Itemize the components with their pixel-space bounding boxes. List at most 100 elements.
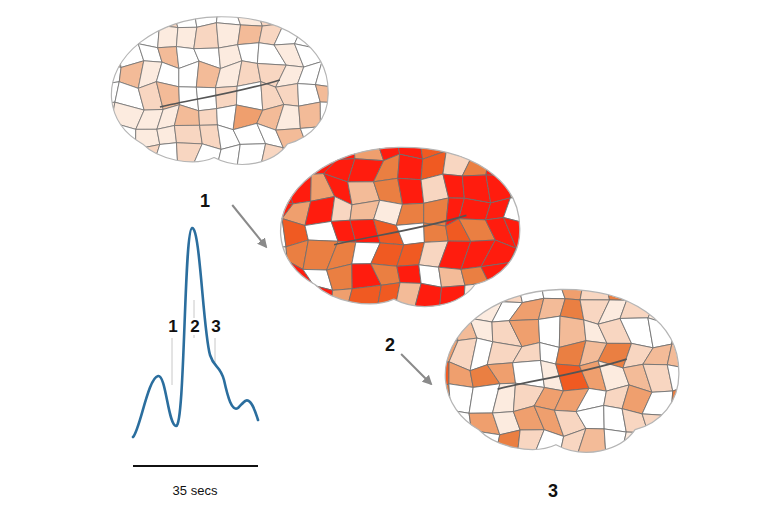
parcel [153,143,178,167]
parcel [100,122,121,149]
parcel [643,344,672,365]
marker-line [215,338,216,362]
brain-map: 2 [268,140,524,318]
parcel [268,261,289,285]
parcel [100,145,121,167]
parcel [374,154,400,182]
parcel [534,430,564,456]
parcel [664,430,683,456]
scale-bar [133,465,258,467]
parcel [672,317,683,344]
parcel [509,263,524,285]
parcel [451,282,476,297]
parcel [509,140,524,158]
parcel [100,25,124,47]
parcel [443,174,464,198]
parcel [153,10,178,28]
parcel [433,384,451,413]
activity-trace [133,228,258,437]
peak-marker-number: 3 [210,318,221,335]
parcel [649,282,676,303]
parcel [513,343,541,363]
parcel [199,109,218,126]
peak-marker-number: 1 [167,318,178,335]
parcel-group [268,140,524,310]
parcel [268,151,293,179]
parcel [216,23,240,48]
parcel [347,285,382,309]
parcel [503,217,524,248]
parcel [327,264,353,290]
parcel-group [100,10,332,167]
parcel [646,432,676,456]
step-number: 2 [385,336,395,354]
parcel [100,41,121,68]
brain-outline [445,289,679,452]
parcel [377,283,400,310]
parcel [648,318,673,348]
parcel [667,365,683,391]
parcel [397,265,421,284]
brain-map: 3 [433,282,683,464]
parcel [371,264,400,286]
parcel [472,282,503,302]
parcel [509,319,540,346]
parcel [642,391,673,416]
brain-illustration [100,10,332,175]
parcel [194,23,219,49]
parcel [117,24,138,46]
parcel [642,414,675,433]
parcel [462,154,489,176]
parcel [667,341,683,369]
parcel [318,24,332,49]
parcel [261,144,284,168]
parcel [296,10,319,24]
parcel [238,25,263,45]
brain-illustration [433,282,683,464]
parcel [300,127,320,144]
brain-illustration [268,140,524,318]
parcel [319,124,332,145]
parcel [497,282,522,303]
parcel [280,140,314,159]
cortex-surface [111,17,328,165]
step-number: 1 [200,192,210,210]
parcel [626,282,655,303]
parcel [621,432,648,455]
parcel [238,43,259,64]
parcel [604,282,626,300]
parcel [311,140,337,159]
sylvian-fissure [334,215,466,244]
parcel [138,10,160,25]
parcel [433,434,458,456]
parcel [315,85,332,103]
parcel [268,140,293,159]
brain-outline [281,147,520,306]
transition-arrow [232,205,266,247]
parcel [174,105,199,126]
parcel [268,284,289,310]
parcel [512,152,524,179]
parcel [670,282,683,294]
parcel [288,285,314,310]
parcel [482,140,516,158]
parcel [179,61,199,87]
parcel [315,61,332,87]
parcel [433,295,458,322]
parcel [471,430,499,455]
parcel [671,410,683,432]
parcel [331,197,352,222]
parcel [176,27,196,48]
cortex-surface [445,289,679,452]
parcel [487,363,515,384]
parcel [510,176,524,199]
parcel [174,125,202,144]
parcel [100,10,124,28]
parcel [320,102,332,127]
parcel [433,317,458,345]
parcel [302,142,320,167]
sylvian-fissure [160,80,280,107]
sylvian-fissure [498,359,627,389]
time-scale-label: 35 secs [172,484,219,497]
brain-map: 1 [100,10,332,175]
